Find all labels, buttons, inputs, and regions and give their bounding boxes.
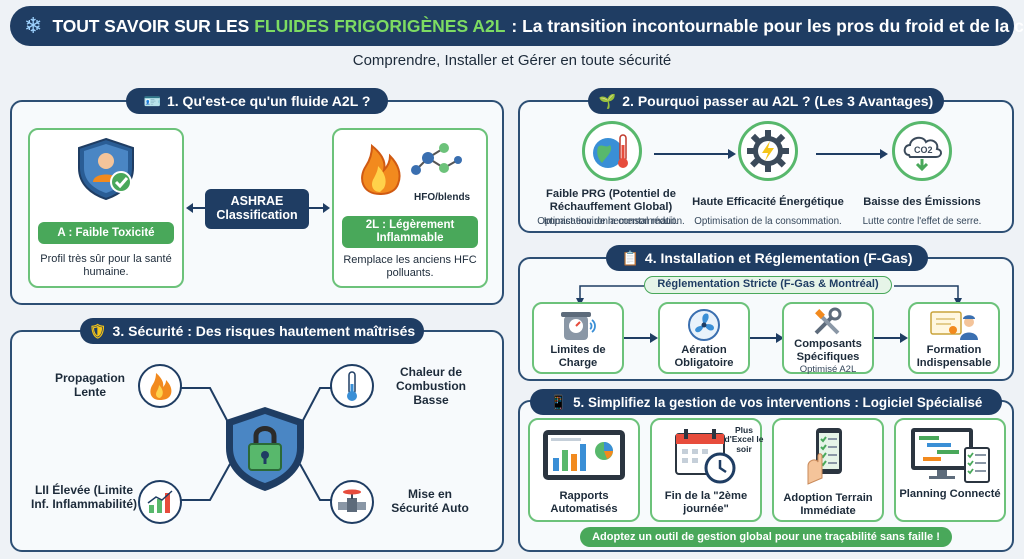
globe-thermometer-icon: [582, 121, 642, 181]
section5-title: 📱 5. Simplifiez la gestion de vos interv…: [530, 389, 1002, 415]
section3-title: 🛡 3. Sécurité : Des risques hautement ma…: [80, 318, 424, 344]
section4-arrows: [624, 333, 908, 343]
install-card-composants: Composants Spécifiques Optimisé A2L: [782, 302, 874, 375]
software-rapports-label: Rapports Automatisés: [550, 490, 618, 515]
section5-footer-banner: Adoptez un outil de gestion global pour …: [580, 527, 952, 547]
advantage2-text: Optimisation de la consommation.: [694, 216, 842, 227]
section1-title: 🪪 1. Qu'est-ce qu'un fluide A2L ?: [126, 88, 388, 114]
bar-chart-icon: [138, 480, 182, 524]
left-card-text: Profil très sûr pour la santé humaine.: [40, 253, 172, 279]
badge-faible-toxicite: A : Faible Toxicité: [38, 222, 174, 244]
shield-icon: 🛡: [88, 322, 107, 339]
software-card-rapports: Rapports Automatisés: [528, 418, 640, 522]
scale-icon: [561, 312, 596, 340]
advantage3-title: Baisse des Émissions: [863, 196, 981, 208]
section4-title-text: 4. Installation et Réglementation (F-Gas…: [644, 250, 913, 266]
install-limites-label: Limites de Charge: [550, 344, 606, 369]
shield-lock-icon: [226, 407, 304, 491]
header-title-part2: : La transition incontournable pour les …: [511, 15, 1024, 36]
advantage1-text: Optimisation de la consommation.: [537, 216, 685, 227]
flame-icon: [138, 364, 182, 408]
header-title-highlight: FLUIDES FRIGORIGÈNES A2L: [254, 15, 506, 36]
snowflake-icon: ❄: [24, 13, 43, 39]
section2-arrows: [654, 149, 888, 159]
install-card-limites: Limites de Charge: [532, 302, 624, 374]
section1-title-text: 1. Qu'est-ce qu'un fluide A2L ?: [166, 93, 371, 109]
shield-person-icon: [78, 137, 134, 201]
flame-molecule-icon: [361, 143, 462, 196]
install-aeration-label: Aération Obligatoire: [674, 344, 734, 369]
section2-title: 🌱 2. Pourquoi passer au A2L ? (Les 3 Ava…: [588, 88, 944, 114]
section3-title-text: 3. Sécurité : Des risques hautement maît…: [112, 323, 416, 339]
install-formation-label: Formation Indispensable: [916, 344, 992, 369]
calendar-clock-icon: [675, 429, 736, 484]
risk-mise-securite-label: Mise en Sécurité Auto: [391, 487, 469, 515]
risk-propagation-label: Propagation Lente: [54, 371, 125, 399]
tools-icon: [814, 307, 842, 335]
fan-icon: [688, 309, 720, 341]
id-card-icon: 🪪: [143, 92, 161, 109]
certificate-technician-icon: [930, 311, 978, 340]
risk-chaleur-label: Chaleur de Combustion Basse: [396, 365, 466, 407]
tablet-chart-icon: [543, 430, 625, 480]
sprout-icon: 🌱: [598, 92, 617, 109]
section4-title: 📋 4. Installation et Réglementation (F-G…: [606, 245, 928, 271]
gear-lightning-icon: [738, 121, 798, 181]
software-adoption-label: Adoption Terrain Immédiate: [783, 492, 873, 517]
co2-cloud-icon: CO2: [892, 121, 952, 181]
header-subtitle: Comprendre, Installer et Gérer en toute …: [352, 52, 672, 69]
section1-left-card: A : Faible Toxicité Profil très sûr pour…: [28, 128, 184, 288]
hand-phone-checklist-icon: [807, 428, 842, 485]
software-fin-journee-label: Fin de la "2ème journée": [664, 490, 748, 515]
phone-icon: 📱: [549, 393, 568, 410]
software-card-planning: Planning Connecté: [894, 418, 1006, 522]
install-composants-label: Composants Spécifiques: [794, 338, 862, 363]
header-title-part1: TOUT SAVOIR SUR LES: [52, 15, 250, 36]
software-card-adoption: Adoption Terrain Immédiate: [772, 418, 884, 522]
ashrae-classification-label: ASHRAE Classification: [205, 189, 309, 229]
co2-text: CO2: [914, 145, 933, 155]
regulation-banner: Réglementation Stricte (F-Gas & Montréal…: [644, 276, 892, 294]
section2-title-text: 2. Pourquoi passer au A2L ? (Les 3 Avant…: [622, 93, 934, 109]
thermometer-icon: [330, 364, 374, 408]
software-card-fin-journee: Plus d'Excel le soir Fin de la "2ème jou…: [650, 418, 764, 522]
install-card-aeration: Aération Obligatoire: [658, 302, 750, 374]
header-banner: ❄ TOUT SAVOIR SUR LES FLUIDES FRIGORIGÈN…: [10, 6, 1024, 46]
clipboard-icon: 📋: [621, 249, 639, 266]
advantage1-title: Faible PRG (Potentiel de Réchauffement G…: [546, 188, 676, 213]
advantage1-text: Impact environnemental réduit.: [543, 216, 679, 227]
badge-legerement-inflammable: 2L : Légèrement Inflammable: [342, 216, 478, 248]
install-card-formation: Formation Indispensable: [908, 302, 1000, 374]
valve-icon: [330, 480, 374, 524]
hfo-blends-label: HFO/blends: [414, 192, 471, 203]
software-planning-label: Planning Connecté: [899, 488, 1001, 500]
plus-excel-note: Plus d'Excel le soir: [724, 425, 764, 454]
section5-title-text: 5. Simplifiez la gestion de vos interven…: [573, 394, 983, 410]
advantage3-text: Lutte contre l'effet de serre.: [862, 216, 982, 227]
risk-lii-label: LII Élevée (Limite Inf. Inflammabilité): [30, 483, 137, 511]
monitor-gantt-icon: [911, 428, 990, 483]
advantage2-title: Haute Efficacité Énergétique: [692, 196, 844, 208]
section1-right-card: HFO/blends 2L : Légèrement Inflammable R…: [332, 128, 488, 288]
right-card-text: Remplace les anciens HFC polluants.: [343, 254, 477, 280]
install-composants-sub: Optimisé A2L: [799, 363, 857, 375]
